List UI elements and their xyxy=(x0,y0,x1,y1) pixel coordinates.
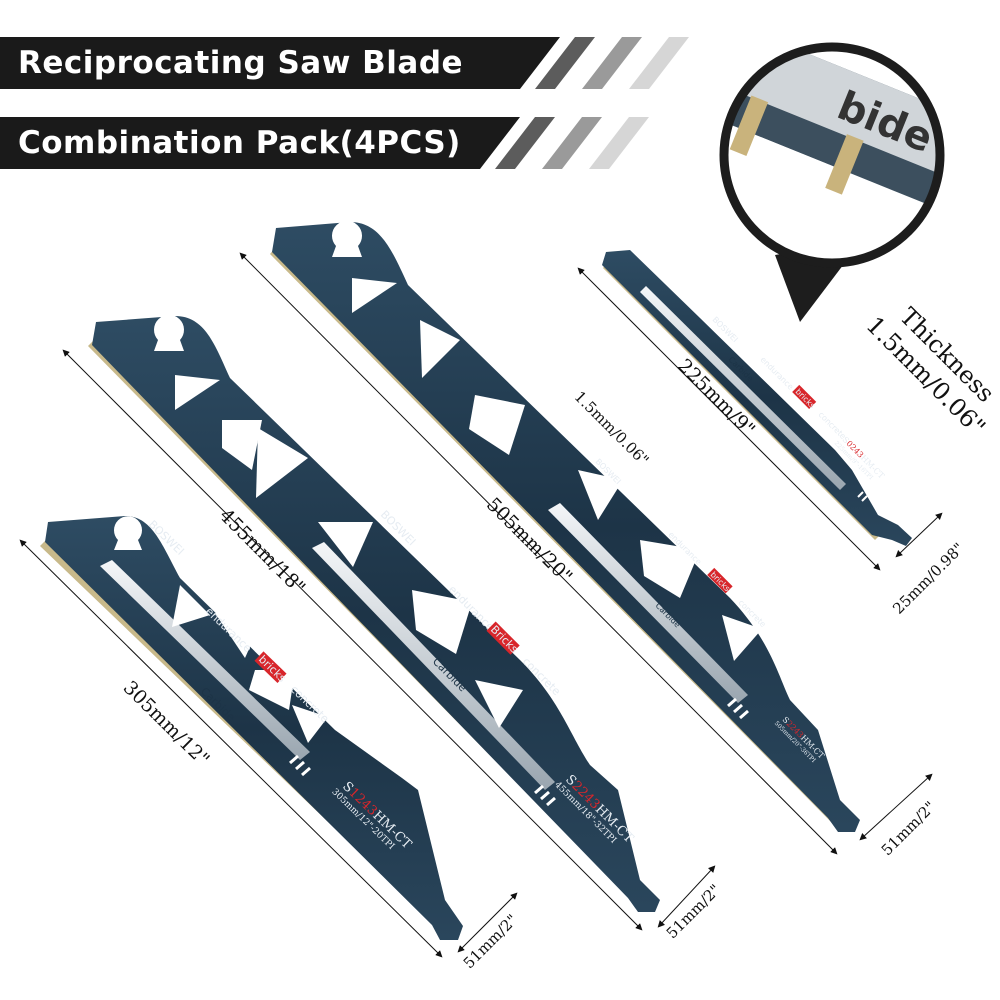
blade-225-concrete: concrete xyxy=(817,410,848,441)
blade-305: BOSWEI endurance bricks concrete Carbide… xyxy=(19,516,521,972)
blade-225-carbide-strip xyxy=(640,286,846,490)
blade-505-width-line xyxy=(859,773,933,841)
blade-455-width-line xyxy=(657,865,716,928)
blade-225-length-line xyxy=(577,267,881,571)
blade-225-bricks: bricks xyxy=(794,387,817,410)
blade-305-mount-hole xyxy=(114,516,142,550)
blade-505-length-line xyxy=(239,252,838,855)
blade-505-width: 51mm/2" xyxy=(878,798,940,860)
title-line-2: Combination Pack(4PCS) xyxy=(18,125,461,161)
blade-455-mount-hole xyxy=(154,314,185,351)
title-banner-1-bar xyxy=(0,37,560,89)
blade-305-carbide-strip xyxy=(100,560,310,760)
title-line-1: Reciprocating Saw Blade xyxy=(18,45,464,81)
blade-225-width-line xyxy=(895,512,943,558)
blade-225-width: 25mm/0.98" xyxy=(889,539,967,617)
blade-505: BOSWEI endurance bricks concrete Carbide… xyxy=(239,220,940,860)
title-banner-2-bar xyxy=(0,117,520,169)
blade-505-mount-hole xyxy=(332,220,362,257)
